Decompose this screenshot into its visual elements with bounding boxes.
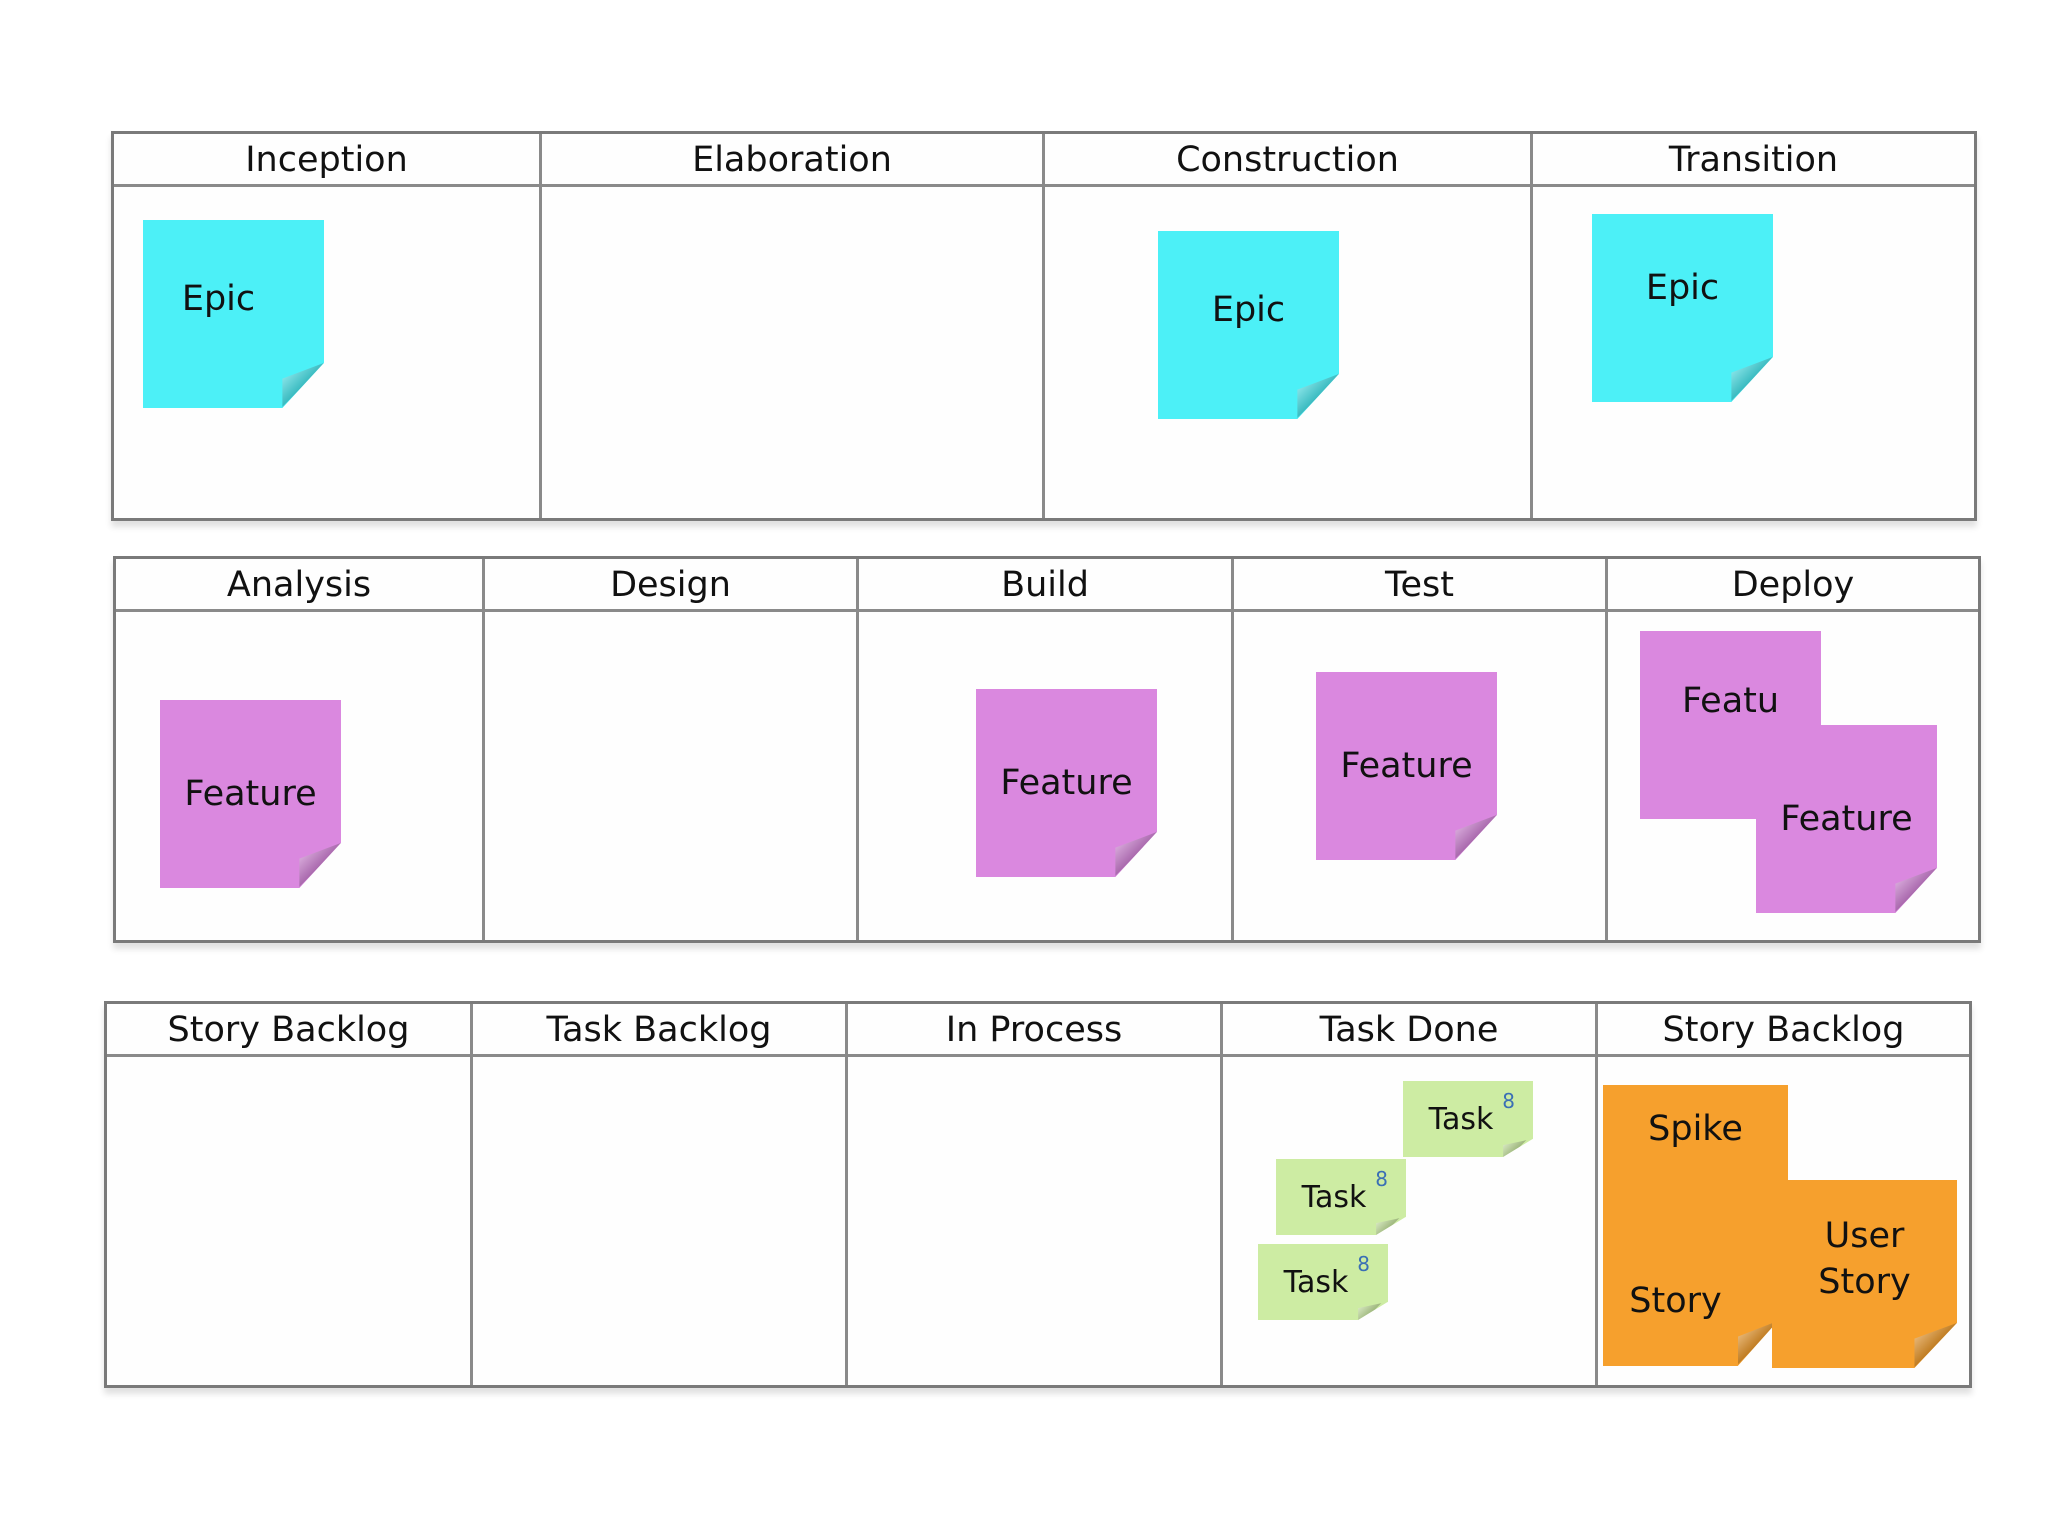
column-header: In Process — [848, 1004, 1220, 1057]
task-card[interactable]: Task 8 — [1276, 1159, 1406, 1235]
card-label: Featu — [1681, 681, 1780, 721]
story-points: 8 — [1502, 1089, 1515, 1113]
column-header: Construction — [1045, 134, 1530, 187]
card-label-line2: Story — [1629, 1281, 1722, 1321]
column-story-backlog-2: Story Backlog — [1598, 1004, 1969, 1385]
epic-card[interactable]: Epic — [1592, 214, 1773, 402]
column-header: Deploy — [1608, 559, 1978, 612]
story-points: 8 — [1357, 1252, 1370, 1276]
column-transition: Transition — [1533, 134, 1974, 518]
epic-card[interactable]: Epic — [143, 220, 324, 408]
card-label: Epic — [181, 279, 256, 319]
card-label-line2: Story — [1818, 1262, 1911, 1302]
story-points: 8 — [1375, 1167, 1388, 1191]
column-header: Elaboration — [542, 134, 1042, 187]
column-header: Task Backlog — [473, 1004, 845, 1057]
column-build: Build — [859, 559, 1234, 940]
spike-story-card-lower[interactable]: Story — [1603, 1178, 1778, 1366]
user-story-card[interactable]: User Story — [1772, 1180, 1957, 1368]
feature-card[interactable]: Feature — [976, 689, 1157, 877]
epic-card[interactable]: Epic — [1158, 231, 1339, 419]
column-elaboration: Elaboration — [542, 134, 1045, 518]
column-inception: Inception — [114, 134, 542, 518]
card-label-line1: Spike — [1648, 1109, 1743, 1149]
column-header: Story Backlog — [1598, 1004, 1969, 1057]
column-test: Test — [1234, 559, 1608, 940]
column-construction: Construction — [1045, 134, 1533, 518]
task-card[interactable]: Task 8 — [1403, 1081, 1533, 1157]
card-label: Feature — [1340, 746, 1473, 786]
column-story-backlog: Story Backlog — [107, 1004, 473, 1385]
card-label: Epic — [1211, 290, 1286, 330]
column-header: Analysis — [116, 559, 482, 612]
card-label: Task — [1283, 1264, 1349, 1300]
feature-card-front[interactable]: Feature — [1756, 725, 1937, 913]
column-header: Inception — [114, 134, 539, 187]
column-analysis: Analysis — [116, 559, 485, 940]
column-design: Design — [485, 559, 859, 940]
story-board: Story Backlog Task Backlog In Process Ta… — [104, 1001, 1972, 1388]
task-card[interactable]: Task 8 — [1258, 1244, 1388, 1320]
column-header: Transition — [1533, 134, 1974, 187]
column-header: Story Backlog — [107, 1004, 470, 1057]
column-task-backlog: Task Backlog — [473, 1004, 848, 1385]
column-deploy: Deploy — [1608, 559, 1978, 940]
column-header: Build — [859, 559, 1231, 612]
column-header: Task Done — [1223, 1004, 1595, 1057]
card-label: Feature — [1780, 799, 1913, 839]
column-task-done: Task Done — [1223, 1004, 1598, 1385]
card-label: Feature — [184, 774, 317, 814]
feature-card[interactable]: Feature — [160, 700, 341, 888]
card-label: Task — [1428, 1101, 1494, 1137]
column-in-process: In Process — [848, 1004, 1223, 1385]
card-label-line1: User — [1824, 1216, 1905, 1256]
card-label: Task — [1301, 1179, 1367, 1215]
column-header: Test — [1234, 559, 1605, 612]
column-header: Design — [485, 559, 856, 612]
feature-card[interactable]: Feature — [1316, 672, 1497, 860]
card-label: Feature — [1000, 763, 1133, 803]
card-label: Epic — [1645, 268, 1720, 308]
